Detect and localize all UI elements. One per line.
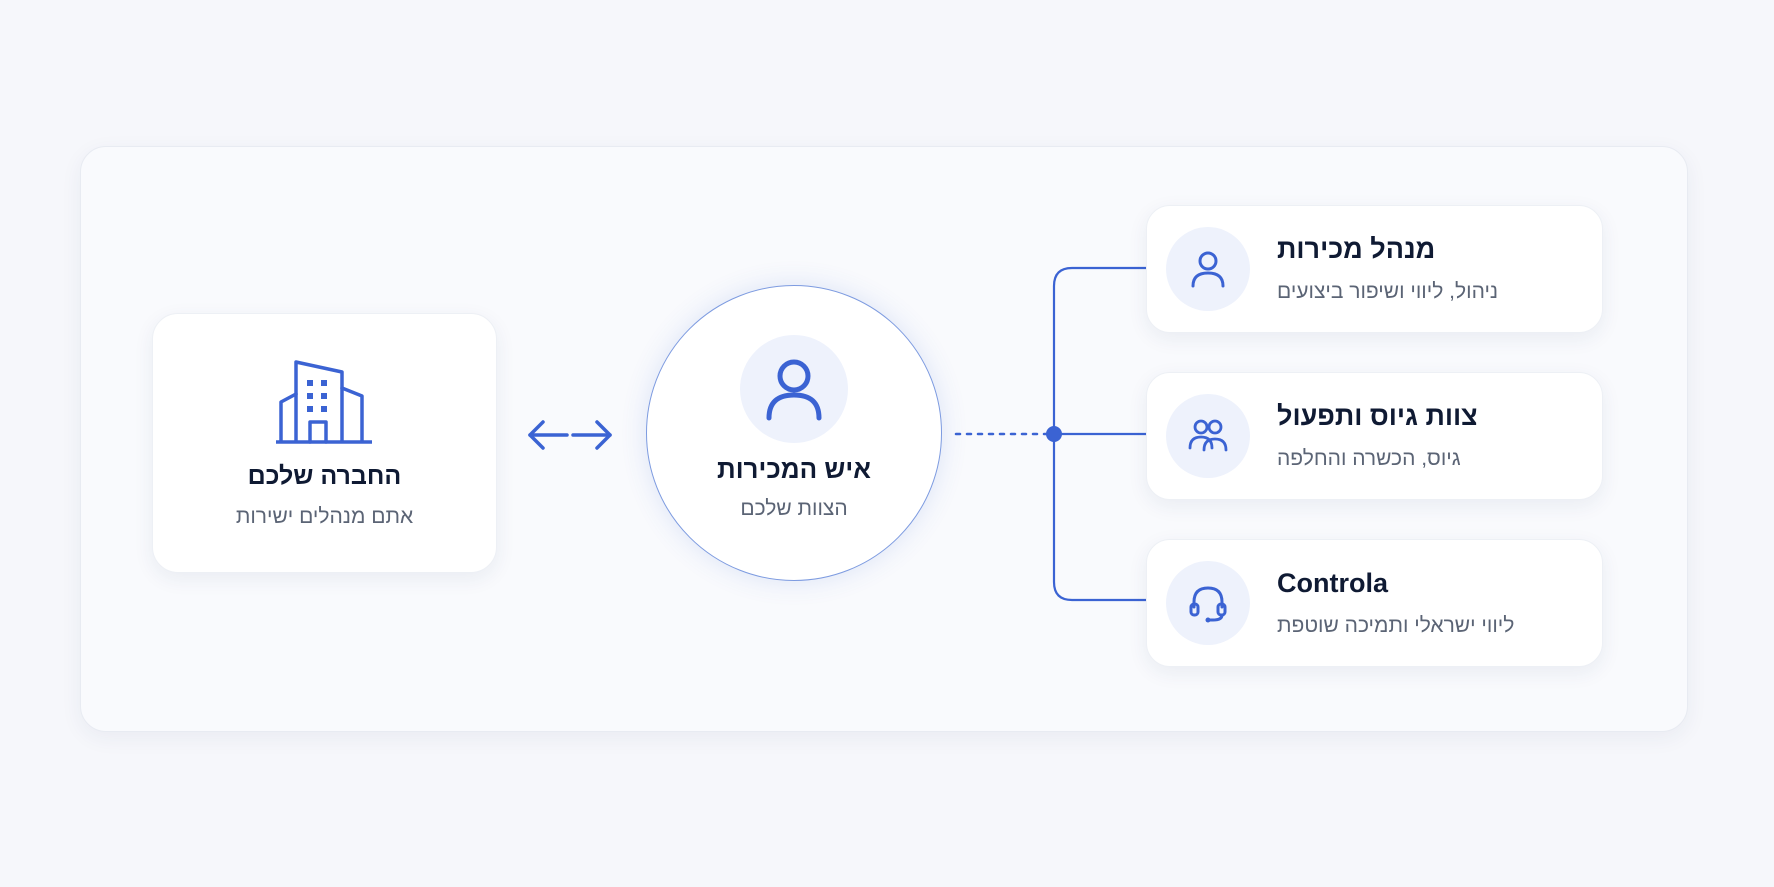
role-title: Controla (1277, 568, 1388, 598)
building-icon (276, 360, 372, 444)
user-icon (766, 359, 822, 421)
users-icon (1188, 419, 1228, 452)
role-icon-badge (1166, 394, 1250, 478)
role-card-sales-manager: מנהל מכירות ניהול, ליווי ושיפור ביצועים (1146, 205, 1603, 333)
role-subtitle: ניהול, ליווי ושיפור ביצועים (1277, 280, 1499, 303)
company-subtitle: אתם מנהלים ישירות (235, 505, 414, 528)
salesman-avatar (740, 335, 848, 443)
salesman-title: איש המכירות (717, 454, 871, 484)
user-icon (1191, 251, 1225, 288)
headset-icon (1189, 586, 1227, 623)
role-icon-badge (1166, 561, 1250, 645)
role-title: צוות גיוס ותפעול (1277, 401, 1478, 431)
role-card-controla: Controla ליווי ישראלי ותמיכה שוטפת (1146, 539, 1603, 667)
role-subtitle: גיוס, הכשרה והחלפה (1277, 447, 1461, 470)
company-title: החברה שלכם (247, 462, 402, 490)
role-title: מנהל מכירות (1277, 234, 1436, 264)
salesman-subtitle: הצוות שלכם (740, 497, 848, 520)
company-card: החברה שלכם אתם מנהלים ישירות (152, 313, 497, 573)
role-subtitle: ליווי ישראלי ותמיכה שוטפת (1277, 614, 1515, 637)
salesman-node: איש המכירות הצוות שלכם (646, 285, 942, 581)
role-icon-badge (1166, 227, 1250, 311)
role-card-recruitment-team: צוות גיוס ותפעול גיוס, הכשרה והחלפה (1146, 372, 1603, 500)
